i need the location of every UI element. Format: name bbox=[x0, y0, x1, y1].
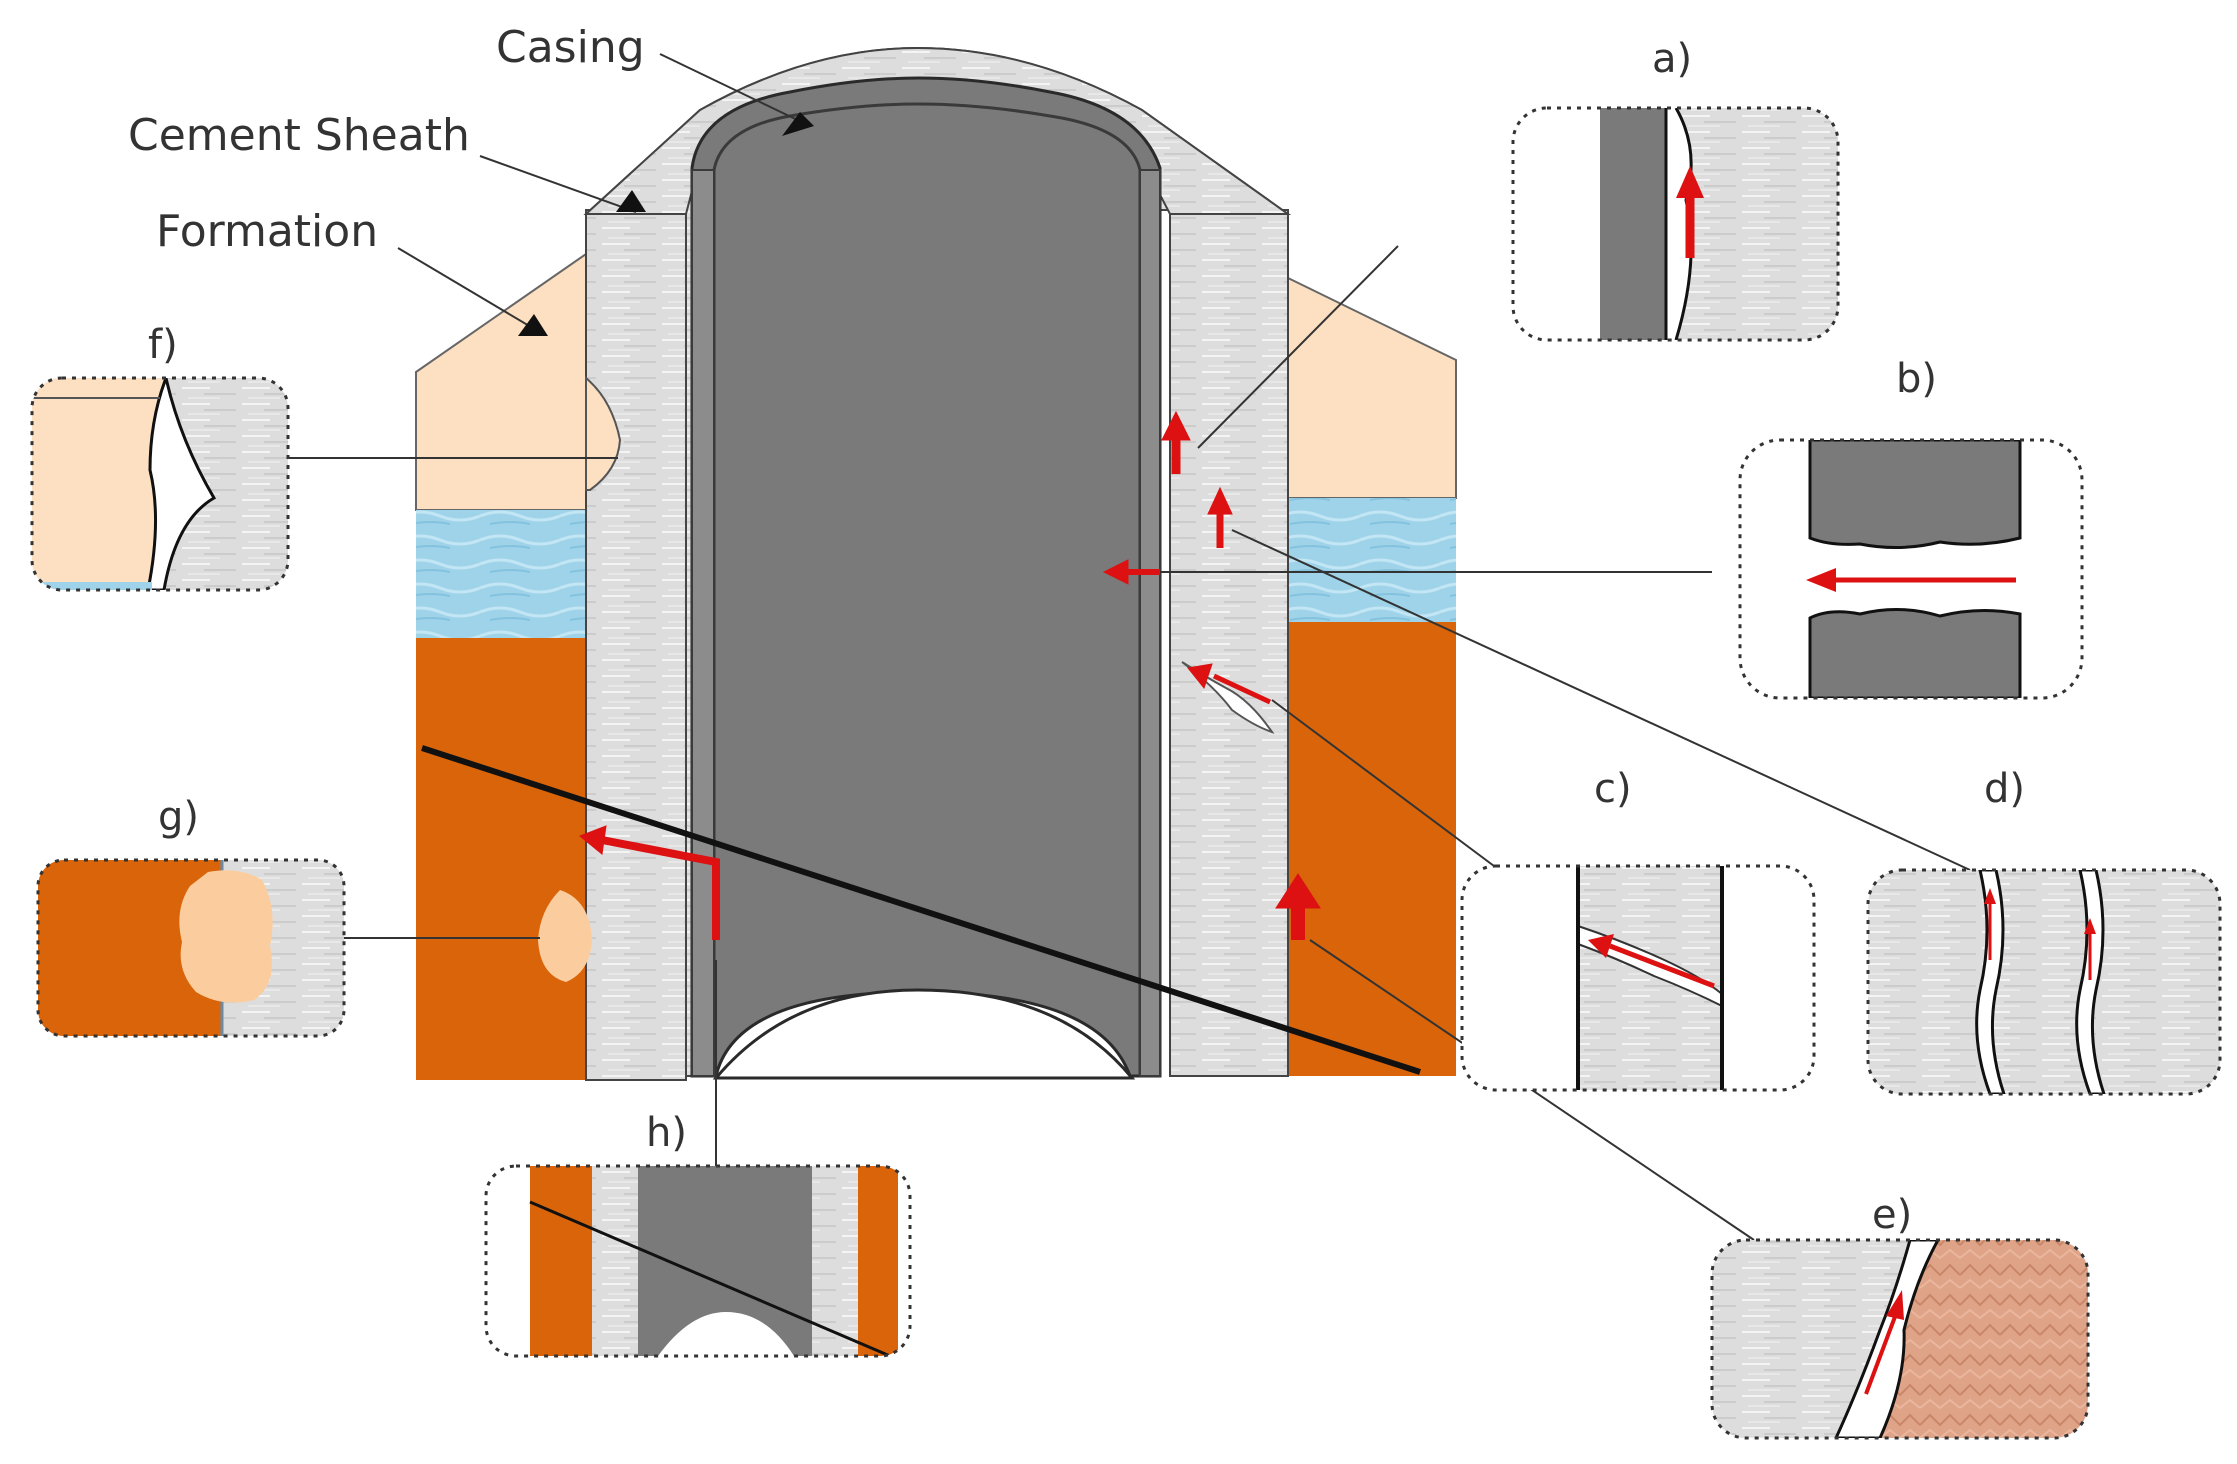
main-flow-arrows bbox=[579, 410, 1321, 940]
panel-d-label: d) bbox=[1984, 766, 2025, 812]
panel-h-label: h) bbox=[646, 1110, 687, 1156]
panel-f-label: f) bbox=[148, 322, 178, 368]
casing-body bbox=[690, 76, 1162, 1078]
formation-pointer-icon bbox=[518, 314, 548, 336]
contamination-blob bbox=[538, 890, 592, 982]
water-zone-right bbox=[1288, 498, 1456, 622]
casing-label: Casing bbox=[496, 22, 645, 73]
panel-a: a) bbox=[1511, 36, 1840, 342]
formation-label: Formation bbox=[156, 206, 378, 257]
cement-pointer-icon bbox=[616, 190, 646, 212]
formation-top-right bbox=[1287, 276, 1457, 499]
cavity-defect bbox=[585, 375, 622, 491]
wellbore-cross-section bbox=[415, 46, 1457, 1081]
panel-b-label: b) bbox=[1896, 356, 1937, 402]
panel-h: h) bbox=[484, 1110, 912, 1358]
panel-e-label: e) bbox=[1872, 1192, 1912, 1238]
panel-f: f) bbox=[30, 322, 290, 592]
panel-a-label: a) bbox=[1652, 36, 1692, 82]
cement-sheath-label: Cement Sheath bbox=[128, 110, 470, 161]
formation-top-left bbox=[415, 252, 587, 511]
casing-bottom-arch bbox=[712, 988, 1136, 1080]
panel-c-label: c) bbox=[1594, 766, 1632, 812]
panel-g: g) bbox=[36, 794, 346, 1038]
fault-line bbox=[421, 745, 1421, 1075]
panel-e: e) bbox=[1710, 1192, 2090, 1440]
panel-g-label: g) bbox=[158, 794, 199, 840]
panel-b: b) bbox=[1738, 356, 2084, 700]
panel-c: c) bbox=[1460, 766, 1816, 1092]
panel-d: d) bbox=[1866, 766, 2222, 1096]
formation-bottom-left bbox=[416, 638, 586, 1080]
formation-bottom-right bbox=[1270, 622, 1456, 1076]
casing-pointer-icon bbox=[782, 112, 814, 136]
water-zone-left bbox=[416, 510, 586, 638]
